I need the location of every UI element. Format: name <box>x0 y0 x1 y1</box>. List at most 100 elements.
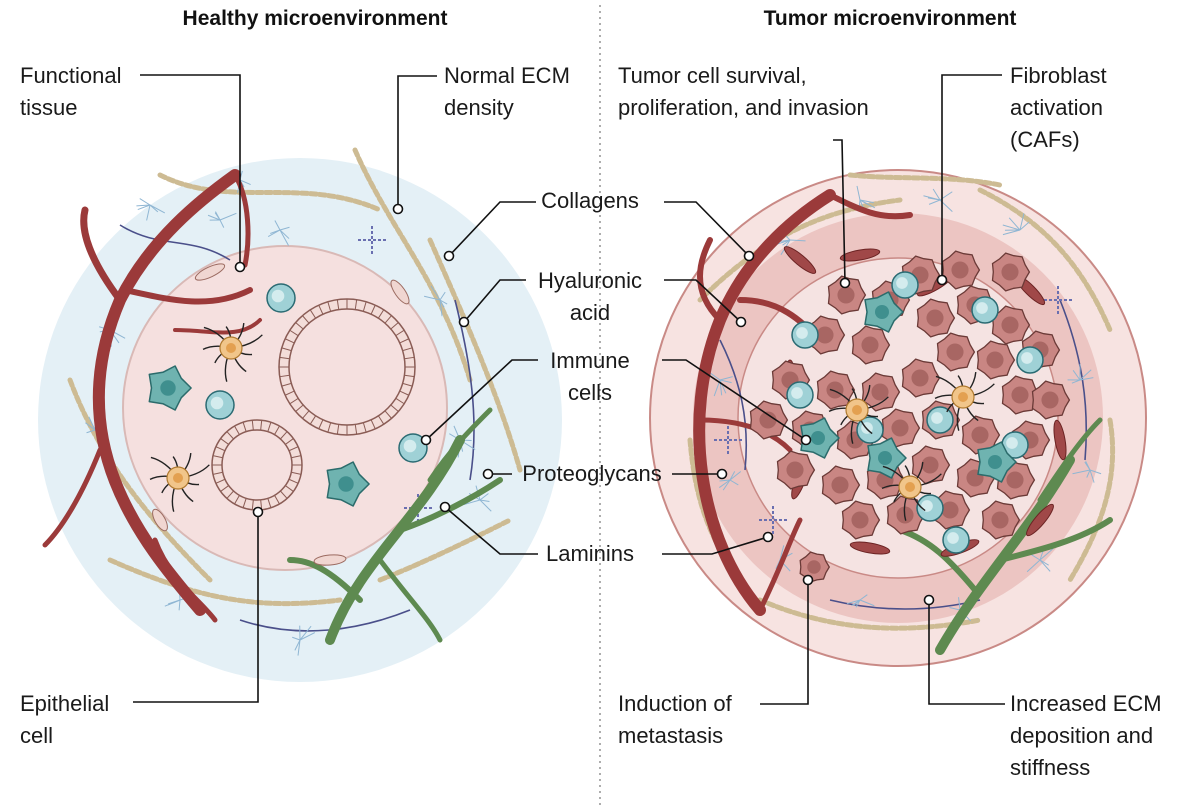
leader-line <box>448 201 536 257</box>
lymphatic-vessel <box>897 527 978 593</box>
immune-cell-nucleus <box>403 439 417 453</box>
proteoglycan-tuft <box>932 188 941 201</box>
epithelial-cell-wall <box>291 455 302 459</box>
leader-line <box>140 74 241 267</box>
proteoglycan-tuft <box>270 229 281 234</box>
blood-vessel <box>42 447 103 548</box>
proteoglycan-tuft <box>1072 369 1081 381</box>
epithelial-cell-wall <box>215 478 226 484</box>
leader-line <box>760 580 809 705</box>
proteoglycan-tuft <box>279 226 290 231</box>
proteoglycan-tuft <box>853 599 861 606</box>
proteoglycan-tuft <box>215 211 221 221</box>
epithelial-lumen <box>288 308 406 426</box>
lymphatic-vessel <box>935 455 1075 655</box>
immune-cells-label: Immune cells <box>550 348 630 405</box>
tumor-cell-nucleus <box>1001 263 1019 281</box>
lymphatic-vessel <box>377 557 443 643</box>
proteoglycan-tuft <box>479 493 489 501</box>
epithelial-cell-wall <box>215 446 226 452</box>
lymphatic-vessel <box>287 557 363 603</box>
leader-dot <box>234 261 246 273</box>
proteoglycan-tuft <box>219 219 225 228</box>
epithelial-cell-wall <box>220 485 229 492</box>
leader-dot <box>735 316 747 328</box>
lymphatic-vessel <box>1037 417 1103 503</box>
proteoglycan-tuft <box>855 599 861 608</box>
collagen-fiber <box>847 172 1003 188</box>
tumor-panel <box>649 169 1147 667</box>
tumor-cell-nucleus <box>826 381 844 399</box>
epithelial-cell-label: Epithelial cell <box>20 691 110 748</box>
proteoglycan-tuft <box>294 639 301 651</box>
tumor-cell-nucleus <box>891 419 909 437</box>
epithelial-cell-wall <box>309 415 317 425</box>
tumor-cell-nucleus <box>837 286 855 304</box>
epithelial-cell-wall <box>234 425 240 435</box>
collagen-fiber <box>157 172 383 213</box>
tumor-cell-nucleus <box>921 456 939 474</box>
blood-vessel <box>693 189 836 616</box>
proteoglycan-tuft <box>136 204 151 207</box>
proteoglycan-tuft <box>479 499 490 502</box>
epithelial-cell-wall <box>242 498 247 508</box>
proteoglycan-tuft <box>479 499 492 512</box>
caf-fibroblast <box>1026 503 1054 537</box>
proteoglycan-tuft <box>86 429 96 434</box>
leader-dot <box>443 250 455 262</box>
proteoglycan-tuft <box>719 379 732 384</box>
epithelial-cell-wall <box>226 490 234 499</box>
proteoglycan-tuft <box>719 379 727 394</box>
leader-line <box>662 536 769 555</box>
proteoglycan-tuft <box>1008 217 1021 231</box>
immune-cell-nucleus <box>796 327 808 339</box>
proteoglycan-tuft <box>1071 379 1081 384</box>
epithelial-cell-wall <box>402 382 413 387</box>
macrophage-nucleus <box>811 431 825 445</box>
proteoglycan-tuft <box>146 204 151 221</box>
tumor-cell-survival-label: Tumor cell survival, proliferation, and … <box>618 63 869 120</box>
proteoglycan-tuft <box>178 599 181 611</box>
increased-ecm-label: Increased ECM deposition and stiffness <box>1010 691 1162 780</box>
leader-dot <box>392 203 404 215</box>
lymphatic-vessel <box>325 435 465 645</box>
tumor-cell-nucleus <box>926 309 944 327</box>
epithelial-cell-wall <box>302 410 310 419</box>
epithelial-cell-wall <box>390 322 399 330</box>
epithelial-cell-wall <box>370 304 376 315</box>
dendritic-cell-nucleus <box>226 343 236 353</box>
immune-cell-nucleus <box>1021 352 1033 364</box>
lymphatic-vessel <box>997 517 1113 563</box>
leader-line <box>397 75 437 209</box>
collagen-fiber <box>377 517 513 583</box>
proteoglycan-tuft <box>1026 559 1041 573</box>
macrophage-nucleus <box>875 305 889 319</box>
epithelial-cell-wall <box>288 478 299 484</box>
epithelial-cell-wall <box>384 410 392 419</box>
epithelial-cell-wall <box>295 322 304 330</box>
blood-vessel <box>152 537 218 623</box>
proteoglycan-tuft <box>719 479 731 482</box>
epithelial-cell-wall <box>384 315 392 324</box>
collagen-fiber <box>67 377 213 583</box>
proteoglycan-tuft <box>219 212 237 221</box>
epithelial-cell-wall <box>267 422 272 432</box>
epithelial-cell-wall <box>279 356 290 360</box>
macrophage-nucleus <box>878 451 892 465</box>
epithelial-cell-wall <box>354 299 358 310</box>
leader-lines <box>133 74 1005 705</box>
epithelial-cell-wall <box>220 438 229 445</box>
epithelial-cell-wall <box>399 338 410 344</box>
epithelial-cell-wall <box>280 490 288 499</box>
proteoglycan-tuft <box>1089 469 1102 475</box>
healthy-title: Healthy microenvironment <box>182 7 448 30</box>
tumor-cell-nucleus <box>946 343 964 361</box>
proteoglycan-tuft <box>430 285 441 301</box>
laminins-label: Laminins <box>545 541 635 566</box>
collagen-fiber <box>977 187 1113 333</box>
blood-vessel <box>122 287 253 305</box>
epithelial-cell-wall <box>289 329 299 337</box>
proteoglycan-tuft <box>846 599 861 605</box>
proteoglycan-tuft <box>85 422 96 431</box>
proteoglycan-tuft <box>927 197 941 201</box>
